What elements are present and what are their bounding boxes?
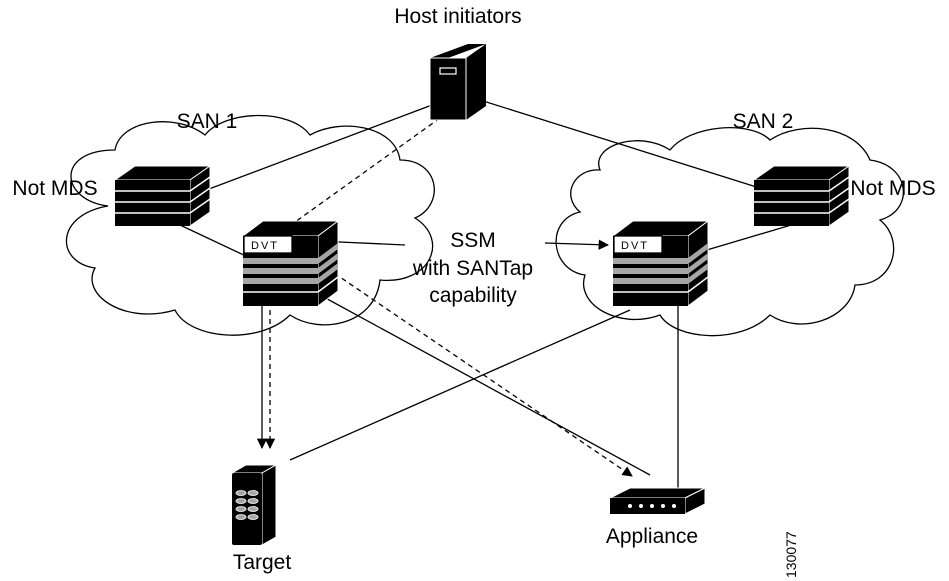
target-label: Target (233, 551, 292, 574)
switch-stack-icon[interactable] (752, 165, 851, 227)
ssm-left-to-appliance-link (319, 294, 651, 476)
ssm-label-line1: SSM (450, 229, 496, 252)
dvt-right-label: DVT (621, 240, 649, 252)
connections (179, 99, 809, 490)
storage-array-icon[interactable] (230, 464, 278, 546)
host-to-ssm-left-dashed (269, 117, 441, 241)
host-server-icon[interactable] (429, 44, 486, 121)
ssm-label-right-arrow (544, 239, 610, 250)
ssm-switch-right-icon[interactable]: DVT (611, 220, 710, 307)
notmds-left-to-ssm-link (179, 224, 251, 259)
dvt-left-label: DVT (251, 240, 279, 252)
san1-label: SAN 1 (177, 110, 238, 133)
not-mds-left-label: Not MDS (12, 177, 97, 200)
ssm-right-to-target-link (289, 309, 631, 461)
host-to-notmds-right-link (479, 99, 767, 191)
switch-stack-icon[interactable] (113, 165, 212, 227)
ssm-label-line3: capability (429, 284, 517, 307)
san1-cloud (65, 114, 435, 336)
appliance-label: Appliance (606, 525, 698, 548)
network-appliance-icon[interactable] (609, 487, 706, 515)
host-to-notmds-left-link (184, 104, 433, 199)
not-mds-right-label: Not MDS (850, 177, 935, 200)
ssm-left-to-appliance-dashed-arrow (311, 257, 633, 477)
ssm-label-line2: with SANTap (412, 257, 533, 280)
host-initiators-label: Host initiators (394, 5, 521, 28)
ssm-switch-left-icon[interactable]: DVT (241, 220, 340, 307)
san2-cloud (555, 127, 904, 337)
figure-id-label: 130077 (783, 531, 799, 578)
san2-label: SAN 2 (733, 110, 794, 133)
